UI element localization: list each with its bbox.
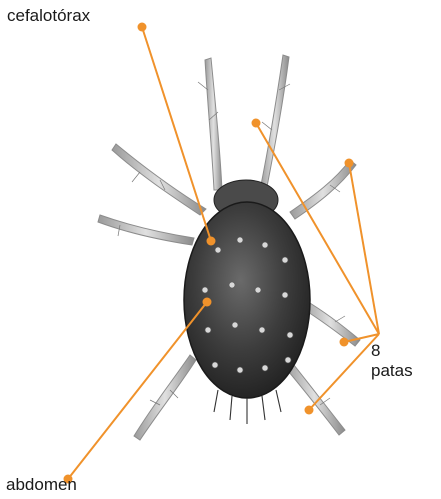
leader-cephalothorax [142,27,211,241]
cephalothorax-label: cefalotórax [7,6,90,26]
dot-leg-4 [305,406,314,415]
leader-abdomen [68,302,207,479]
mite-body [184,202,310,398]
dot-leg-2 [345,159,354,168]
legs-count: 8 [371,341,413,361]
dot-cephalothorax-start [138,23,147,32]
dot-leg-3 [340,338,349,347]
dot-abdomen-end [203,298,212,307]
dot-leg-1 [252,119,261,128]
legs-label: 8 patas [371,341,413,381]
mite-illustration [98,55,360,440]
legs-word: patas [371,361,413,381]
abdomen-label: abdomen [6,475,77,495]
dot-cephalothorax-end [207,237,216,246]
